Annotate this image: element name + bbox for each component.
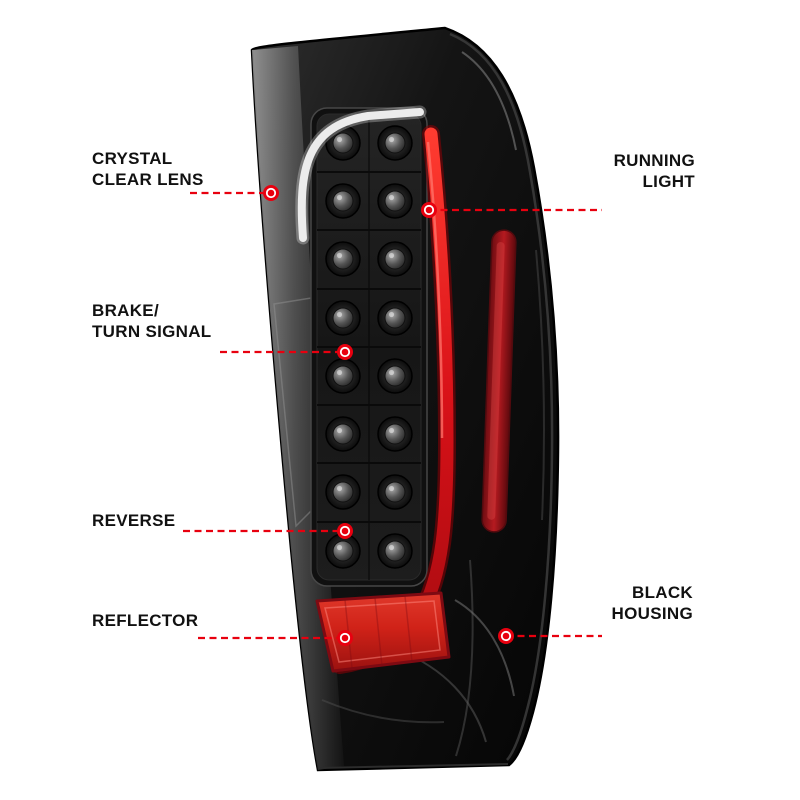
callout-label-line: CLEAR LENS [92, 170, 204, 190]
callout-label-line: TURN SIGNAL [92, 322, 212, 342]
callout-dot-reflector [337, 630, 353, 646]
callout-dot-black-housing [498, 628, 514, 644]
callout-label-line: REFLECTOR [92, 611, 199, 630]
callout-label-line: HOUSING [611, 604, 693, 624]
callout-label-line: BRAKE/ [92, 301, 159, 320]
callout-label-line: RUNNING [613, 151, 695, 170]
callout-label-reverse: REVERSE [92, 510, 175, 531]
led-panel-clear-lens [310, 107, 428, 587]
callout-label-line: BLACK [632, 583, 693, 602]
side-marker-reflector [481, 229, 517, 533]
callout-label-line: REVERSE [92, 511, 176, 530]
callout-dot-brake-turn-signal [337, 344, 353, 360]
reflector [315, 591, 451, 673]
top-light-tube [295, 105, 427, 245]
callout-label-running-light: RUNNING LIGHT [614, 150, 695, 192]
callout-dot-reverse [337, 523, 353, 539]
callout-label-line: CRYSTAL [92, 149, 173, 168]
callout-label-reflector: REFLECTOR [92, 610, 198, 631]
callout-label-brake-turn-signal: BRAKE/ TURN SIGNAL [92, 300, 211, 342]
callout-label-crystal-clear-lens: CRYSTAL CLEAR LENS [92, 148, 204, 190]
callout-dot-running-light [421, 202, 437, 218]
callout-label-line: LIGHT [642, 172, 695, 192]
callout-dot-crystal-clear-lens [263, 185, 279, 201]
callout-label-black-housing: BLACK HOUSING [612, 582, 693, 624]
